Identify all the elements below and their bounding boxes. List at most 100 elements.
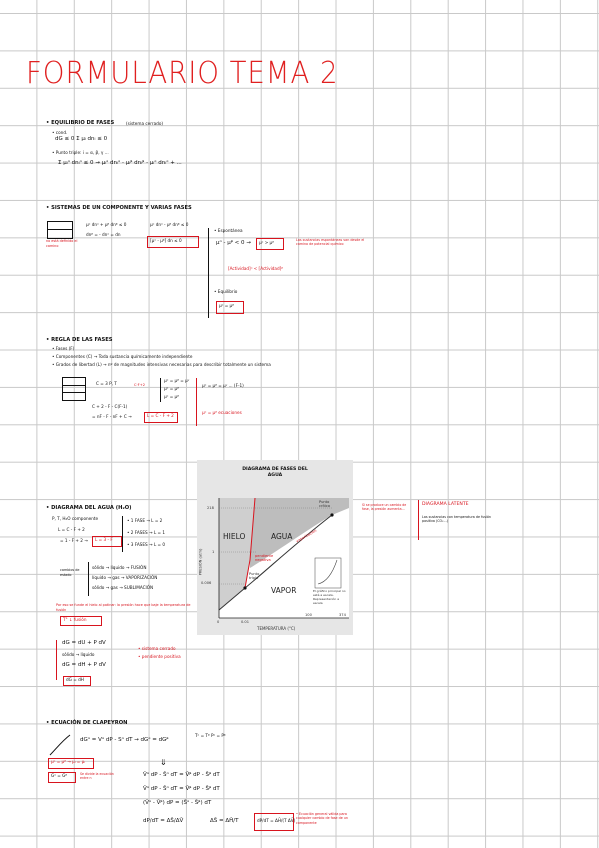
section1-note: (sistema cerrado) — [126, 121, 164, 126]
xtick-0: 0 — [217, 620, 220, 624]
section4-clap-boxtext: dG = dH — [66, 677, 84, 682]
section4-d2: L = C - F + 2 — [58, 527, 85, 532]
section5-eq7-box — [254, 813, 294, 831]
section5-eq5: V̄ᵅ dP - S̄ᵅ dT = V̄ᵝ dP - S̄ᵝ dT — [143, 786, 220, 792]
section4-clap3: dG = dH + P dV — [62, 662, 106, 668]
section1-line1: • cond. — [52, 130, 68, 135]
section4-heading: • DIAGRAMA DEL AGUA (H₂O) — [46, 505, 132, 511]
section5-heading: • ECUACIÓN DE CLAPEYRON — [46, 720, 128, 726]
section4-c1: sólido → líquido → FUSIÓN — [92, 565, 147, 570]
section4-right3: Las sustancias con temperatura de fusión… — [422, 515, 492, 524]
section2-eq4-box — [147, 236, 199, 248]
section5-eq3: Gᵅ = Gᵝ — [51, 773, 68, 778]
section4-side1: • sistema cerrado — [138, 646, 176, 651]
water-phase-diagram: DIAGRAMA DE FASES DEL AGUA 218 1 0.006 0… — [197, 460, 353, 635]
section5-eq6: (V̄ᵅ - V̄ᵝ) dP = (S̄ᵅ - S̄ᵝ) dT — [143, 800, 212, 806]
phase-box-sketch — [47, 221, 73, 239]
xtick-001: 0.01 — [241, 620, 250, 624]
diagram-ylabel: PRESIÓN (atm) — [198, 548, 203, 576]
diagram-title-line2: AGUA — [267, 472, 283, 478]
section2-side-label: no está definido el camino — [46, 239, 78, 248]
case-equilibrium-box — [216, 301, 244, 314]
section2-heading: • SISTEMAS DE UN COMPONENTE Y VARIAS FAS… — [46, 205, 192, 211]
critical-point-label: Punto crítico — [319, 500, 331, 508]
section5-eq3-box — [48, 772, 76, 783]
section1-eq1: dG ≤ 0 Σ μᵢ dnᵢ ≤ 0 — [55, 136, 108, 142]
case-equilibrium-boxtext: μᵅ = μᵝ — [219, 303, 234, 308]
section4-bracket1 — [122, 516, 123, 552]
section2-eq1: μᵅ dnᵅ + μᵝ dnᵝ ≤ 0 — [86, 222, 127, 227]
triple-point-marker — [243, 586, 247, 590]
section5-eq3-note: Se divide la ecuación entre n — [80, 772, 114, 781]
section3-bracket1 — [160, 378, 161, 402]
xtick-100: 100 — [305, 613, 312, 617]
section4-redbracket — [56, 640, 57, 680]
section3-g1: C = 3 P, T — [96, 381, 117, 386]
section3-rel2: μᵅ = μᵝ — [164, 386, 179, 391]
section3-box — [144, 412, 178, 423]
section4-right2: DIAGRAMA LATENTE — [422, 502, 469, 507]
section2-bracket — [208, 228, 209, 318]
section5-eq7: dP/dT = ΔS̄/ΔV̄ — [143, 818, 184, 824]
case-spontaneous-box — [256, 238, 284, 250]
section3-eq2: C + 2 - F - C(F-1) — [92, 404, 128, 409]
critical-point-marker — [330, 513, 334, 517]
section4-c3: sólido → gas → SUBLIMACIÓN — [92, 585, 154, 590]
section2-eq3: μᵅ dnᵅ - μᵝ dnᵝ ≤ 0 — [150, 222, 189, 227]
inset-curve — [317, 559, 338, 585]
activity-comparison: [Actividad]ᵅ < [Actividad]ᵝ — [228, 266, 283, 271]
section5-eq2-box — [48, 758, 94, 769]
ytick-218: 218 — [207, 506, 214, 510]
section4-clap-box — [63, 676, 91, 686]
ytick-0006: 0.006 — [201, 581, 212, 585]
region-ice-label: HIELO — [223, 532, 246, 541]
section3-boxtext: L = C - F + 2 — [147, 413, 174, 418]
section4-red-box — [60, 616, 102, 626]
section4-right1: Si se produce un cambio de fase, la pres… — [362, 503, 407, 512]
region-vapor-label: VAPOR — [271, 586, 297, 595]
case-equilibrium: • Equilibrio — [214, 289, 238, 294]
diagram-svg — [218, 497, 349, 619]
section4-clap1: dG = dU + P dV — [62, 640, 106, 646]
region-water-label: AGUA — [271, 532, 293, 541]
section2-eq4: [μᵅ - μᵝ] dn ≤ 0 — [150, 238, 182, 243]
section1-line2: • Punto triple: i = α, β, γ ... — [52, 150, 109, 155]
section3-b3: • Grados de libertad (L) → nº de magnitu… — [52, 362, 271, 367]
section3-r2: μᵅ = μᵝ ecuaciones — [202, 410, 242, 415]
section1-eq2: Σ μᵢᵅ dnᵢᵅ ≤ 0 → μᵢᵅ dnᵢᵅ - μᵢᵝ dnᵢᵝ - μ… — [58, 160, 182, 166]
section4-c2: líquido → gas → VAPORIZACIÓN — [92, 575, 158, 580]
section3-r1: μᵅ = μᵝ = μᵞ ... (F-1) — [202, 383, 244, 388]
section4-d1: P, T, H₂O componente — [52, 516, 99, 521]
triple-point-label: Punto triple — [249, 572, 260, 580]
section4-d3-box — [92, 536, 122, 547]
section3-rel3: μᵅ = μᵝ — [164, 394, 179, 399]
page-title: FORMULARIO TEMA 2 — [26, 56, 339, 91]
section4-bracket2 — [88, 562, 89, 596]
inset-text: El gráfico principal no está a escala. R… — [313, 589, 346, 605]
section5-note: • Ecuación general válida para cualquier… — [296, 812, 348, 825]
section3-redbracket — [196, 378, 197, 426]
section3-b2: • Componentes (C) → Toda sustancia quími… — [52, 354, 193, 359]
section1-heading: • EQUILIBRIO DE FASES — [46, 120, 115, 126]
alpha-beta-sketch — [49, 734, 71, 756]
vaporization-curve — [244, 514, 333, 589]
inset-box — [314, 557, 342, 589]
section3-heading: • REGLA DE LAS FASES — [46, 337, 113, 343]
section4-f1: • 1 FASE → L = 2 — [127, 518, 163, 523]
case-spontaneous: • Espontánea — [214, 228, 243, 233]
section4-d3: = 1 - F + 2 → — [60, 538, 88, 543]
water-region — [250, 498, 349, 568]
section4-clap2: sólido → líquido — [62, 652, 95, 657]
section4-red-note: Por eso se funde el hielo al patinar: la… — [56, 603, 191, 612]
sublimation-curve — [218, 587, 246, 611]
case-spontaneous-eq: μᵅ - μᵝ < 0 → — [216, 240, 251, 246]
case-spontaneous-note: Las sustancias espontáneas van desde el … — [296, 238, 365, 247]
ytick-1: 1 — [212, 550, 215, 554]
section4-d3-boxtext: L = 3 - F — [95, 537, 113, 542]
section5-eq2: μᵅ = μᵝ → μᵢ = μᵢ — [51, 759, 86, 764]
fusion-curve — [244, 497, 256, 589]
section4-right-bracket — [418, 500, 419, 540]
section3-eq1: C·F+2 — [134, 383, 146, 387]
section5-eq7b: ΔS̄ = ΔH̄/T — [210, 818, 239, 824]
